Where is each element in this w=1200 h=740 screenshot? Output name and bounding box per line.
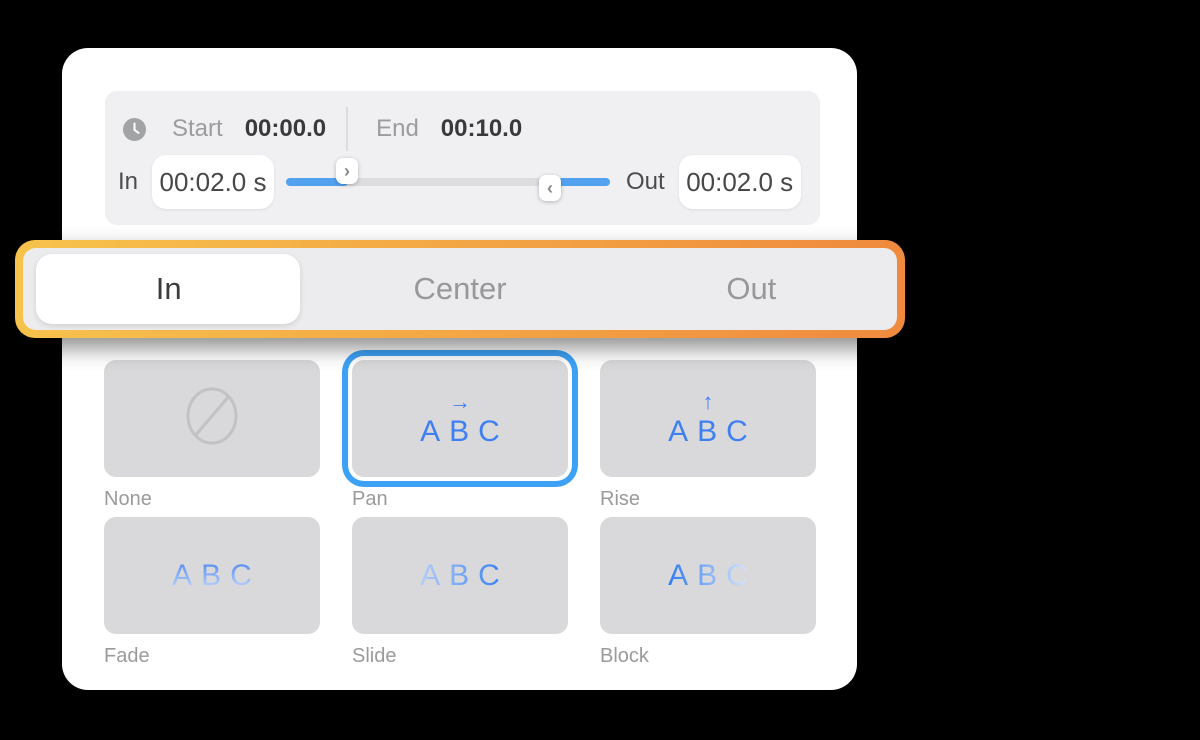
animation-label-fade: Fade [104,645,150,667]
pan-sample-text: ABC [420,414,509,448]
animation-tile-rise[interactable]: ↑ ABC [600,360,816,477]
animation-tile-slide[interactable]: ABC [352,517,568,634]
title-animation-panel: Start 00:00.0 End 00:10.0 In 00:02.0 s ›… [62,48,857,690]
slider-fill-out [558,178,611,186]
arrow-up-icon: ↑ [702,388,714,414]
animation-tile-fade[interactable]: ABC [104,517,320,634]
slider-track[interactable] [286,178,611,186]
animation-label-slide: Slide [352,645,397,667]
animation-tile-none[interactable] [104,360,320,477]
end-value: 00:10.0 [440,115,523,142]
animation-label-none: None [104,488,152,510]
animation-tile-pan[interactable]: → ABC [352,360,568,477]
slider-fill-in [286,178,349,186]
arrow-right-icon: → [449,388,471,414]
rise-sample-text: ABC [668,414,757,448]
highlight-box: In Center Out [15,240,905,338]
duration-slider[interactable]: › ‹ [286,155,611,209]
position-segmented-control: In Center Out [23,248,897,330]
slide-sample-text: ABC [420,558,509,592]
timing-panel: Start 00:00.0 End 00:10.0 In 00:02.0 s ›… [105,91,820,225]
out-slider-handle[interactable]: ‹ [539,175,562,201]
out-label: Out [626,168,665,195]
in-duration-field[interactable]: 00:02.0 s [152,155,275,209]
end-label: End [376,115,419,142]
in-slider-handle[interactable]: › [336,158,359,184]
animation-label-rise: Rise [600,488,641,510]
clock-icon [123,117,146,141]
segment-center[interactable]: Center [413,271,507,306]
start-label: Start [172,115,223,142]
prohibited-icon [185,386,239,451]
segment-out[interactable]: Out [726,271,777,306]
animation-label-block: Block [600,645,649,667]
start-value: 00:00.0 [244,115,327,142]
timing-row-start-end: Start 00:00.0 End 00:10.0 [123,105,522,153]
timing-row-in-out: In 00:02.0 s › ‹ Out 00:02.0 s [118,155,801,209]
segment-in[interactable]: In [155,271,182,306]
selected-segment-pill [36,254,300,324]
chevron-left-icon: ‹ [547,178,554,198]
chevron-right-icon: › [344,161,351,181]
block-sample-text: ABC [668,558,757,592]
animation-tile-block[interactable]: ABC [600,517,816,634]
divider [346,107,349,151]
out-duration-field[interactable]: 00:02.0 s [678,155,801,209]
in-label: In [118,168,139,195]
fade-sample-text: ABC [172,558,261,592]
animation-label-pan: Pan [352,488,388,510]
